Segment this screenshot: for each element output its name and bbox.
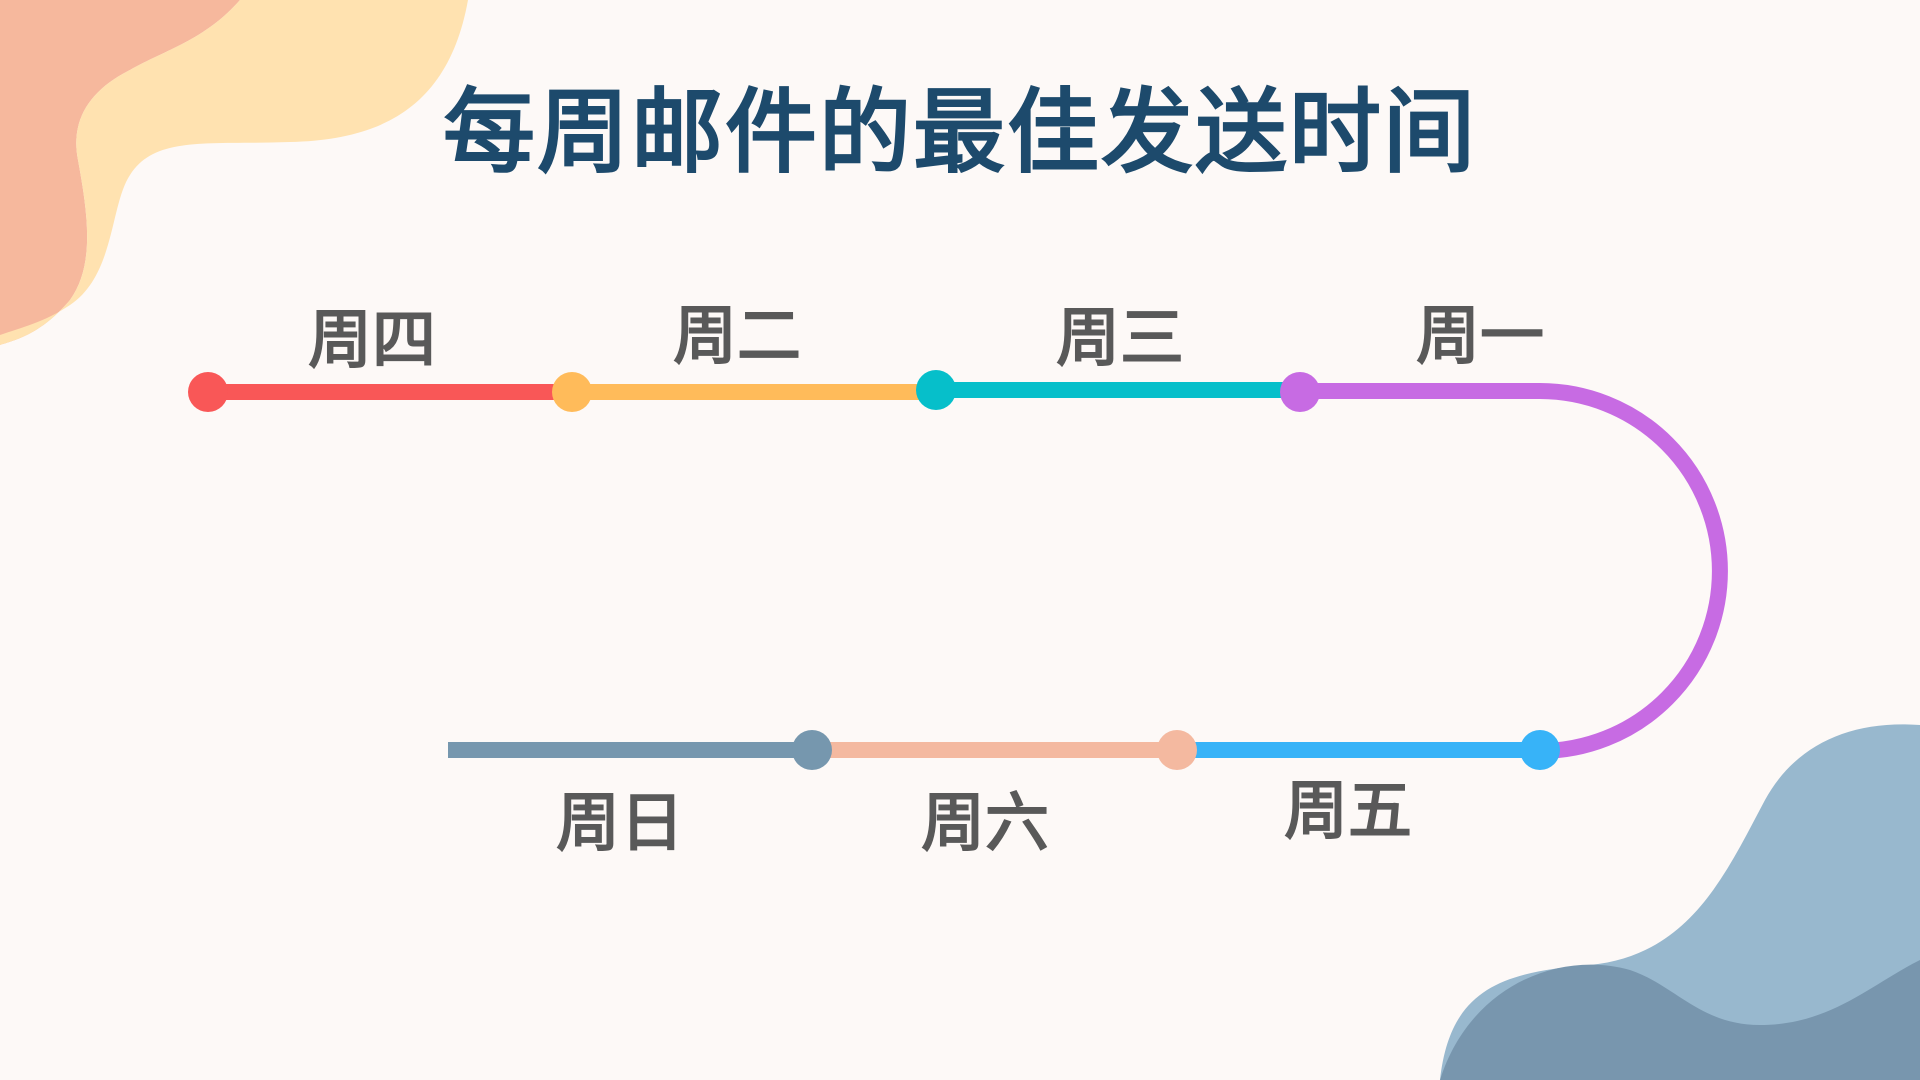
label-sunday: 周日 bbox=[556, 787, 684, 861]
node-thursday bbox=[188, 372, 228, 412]
page-title: 每周邮件的最佳发送时间 bbox=[442, 79, 1477, 186]
timeline-segments bbox=[208, 382, 1728, 759]
node-wednesday bbox=[916, 370, 956, 410]
label-monday: 周一 bbox=[1416, 300, 1544, 374]
label-wednesday: 周三 bbox=[1056, 302, 1184, 376]
label-friday: 周五 bbox=[1284, 775, 1412, 849]
node-monday bbox=[1280, 372, 1320, 412]
segment-monday bbox=[1300, 383, 1728, 759]
node-saturday bbox=[1157, 730, 1197, 770]
bottom-right-dark-blob bbox=[1440, 960, 1920, 1080]
node-sunday bbox=[792, 730, 832, 770]
top-left-inner-blob bbox=[0, 0, 468, 345]
node-tuesday bbox=[552, 372, 592, 412]
top-left-outer-blob bbox=[0, 0, 240, 345]
label-thursday: 周四 bbox=[308, 304, 436, 378]
label-tuesday: 周二 bbox=[673, 300, 801, 374]
node-friday bbox=[1520, 730, 1560, 770]
timeline-nodes bbox=[188, 370, 1560, 770]
label-saturday: 周六 bbox=[921, 787, 1049, 861]
